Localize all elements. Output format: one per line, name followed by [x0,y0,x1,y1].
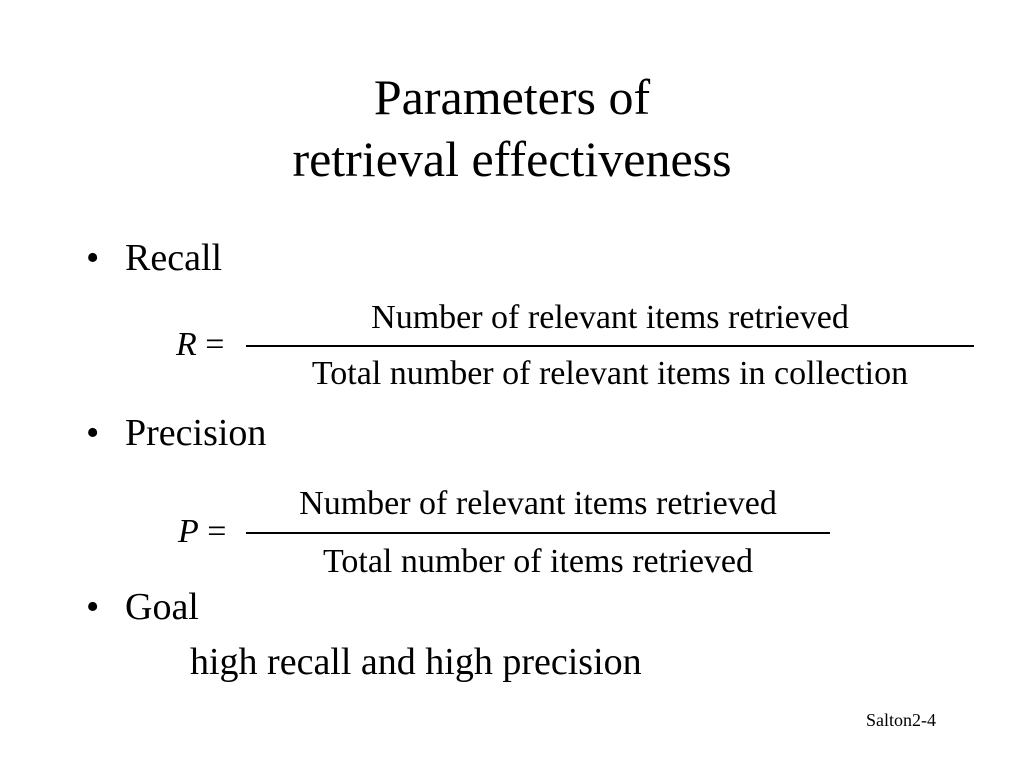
bullet-goal: • Goal [86,585,199,629]
bullet-label: Precision [125,412,267,454]
slide-title: Parameters of retrieval effectiveness [0,66,1024,190]
precision-denominator: Total number of items retrieved [322,543,754,580]
slide-footer: Salton2-4 [866,710,936,730]
bullet-dot: • [86,586,100,628]
goal-text: high recall and high precision [190,641,642,683]
precision-variable: P [178,513,199,550]
bullet-label: Recall [125,237,223,279]
title-line-1: Parameters of [373,69,651,125]
precision-fraction: Number of relevant items retrieved Total… [246,484,830,582]
recall-variable: R [176,326,197,363]
precision-fraction-bar [246,532,830,534]
bullet-label: Goal [125,586,199,628]
recall-denominator: Total number of relevant items in collec… [311,355,909,392]
recall-lhs: R = [176,325,224,365]
precision-lhs: P = [178,512,226,552]
recall-fraction-bar [246,345,974,347]
recall-fraction: Number of relevant items retrieved Total… [246,298,974,394]
bullet-recall: • Recall [86,236,222,280]
precision-numerator: Number of relevant items retrieved [299,485,777,522]
precision-equals: = [207,513,227,550]
bullet-dot: • [86,412,100,454]
bullet-precision: • Precision [86,411,266,455]
bullet-dot: • [86,237,100,279]
title-line-2: retrieval effectiveness [292,131,732,187]
recall-numerator: Number of relevant items retrieved [371,299,849,336]
recall-equals: = [205,326,225,363]
